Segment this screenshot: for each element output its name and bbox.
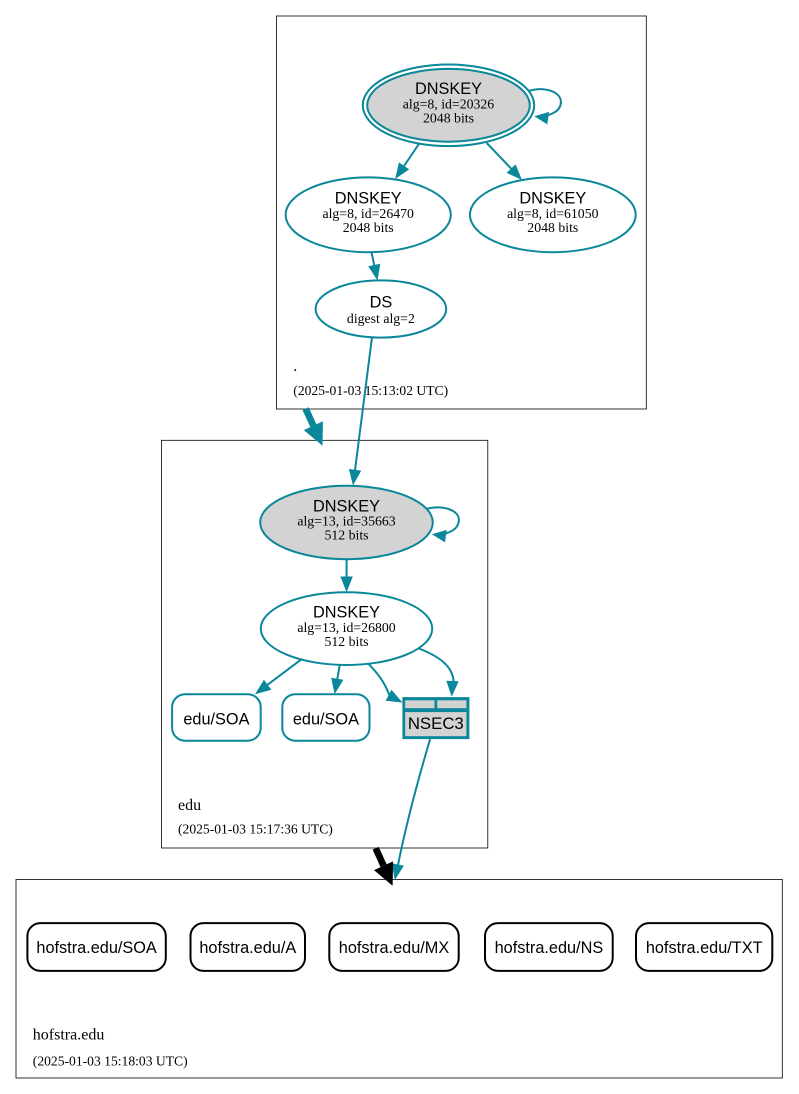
svg-text:alg=8, id=26470: alg=8, id=26470 <box>322 206 414 221</box>
svg-text:digest alg=2: digest alg=2 <box>347 311 415 326</box>
svg-text:edu: edu <box>178 797 201 814</box>
svg-text:(2025-01-03 15:13:02 UTC): (2025-01-03 15:13:02 UTC) <box>293 383 448 399</box>
svg-text:hofstra.edu/A: hofstra.edu/A <box>199 939 296 957</box>
svg-text:(2025-01-03 15:17:36 UTC): (2025-01-03 15:17:36 UTC) <box>178 822 333 838</box>
svg-text:hofstra.edu/TXT: hofstra.edu/TXT <box>646 939 763 957</box>
svg-text:512 bits: 512 bits <box>324 634 368 649</box>
svg-text:.: . <box>293 358 297 375</box>
svg-text:alg=8, id=61050: alg=8, id=61050 <box>507 206 599 221</box>
svg-text:alg=13, id=35663: alg=13, id=35663 <box>297 514 395 529</box>
svg-text:DNSKEY: DNSKEY <box>519 190 586 208</box>
svg-text:DNSKEY: DNSKEY <box>415 80 482 98</box>
svg-text:edu/SOA: edu/SOA <box>293 711 359 729</box>
svg-text:2048 bits: 2048 bits <box>527 220 578 235</box>
svg-text:alg=8, id=20326: alg=8, id=20326 <box>403 97 495 112</box>
svg-text:2048 bits: 2048 bits <box>423 111 474 126</box>
svg-text:DS: DS <box>370 294 393 312</box>
svg-text:hofstra.edu/SOA: hofstra.edu/SOA <box>36 939 157 957</box>
svg-text:DNSKEY: DNSKEY <box>313 603 380 621</box>
svg-text:DNSKEY: DNSKEY <box>313 497 380 515</box>
svg-text:DNSKEY: DNSKEY <box>335 190 402 208</box>
svg-text:(2025-01-03 15:18:03 UTC): (2025-01-03 15:18:03 UTC) <box>33 1054 188 1070</box>
svg-text:hofstra.edu/NS: hofstra.edu/NS <box>495 939 604 957</box>
svg-text:hofstra.edu/MX: hofstra.edu/MX <box>339 939 450 957</box>
svg-text:NSEC3: NSEC3 <box>408 714 464 733</box>
svg-text:512 bits: 512 bits <box>324 528 368 543</box>
svg-text:edu/SOA: edu/SOA <box>183 711 249 729</box>
svg-text:2048 bits: 2048 bits <box>343 220 394 235</box>
svg-text:hofstra.edu: hofstra.edu <box>33 1027 105 1044</box>
svg-text:alg=13, id=26800: alg=13, id=26800 <box>297 620 395 635</box>
